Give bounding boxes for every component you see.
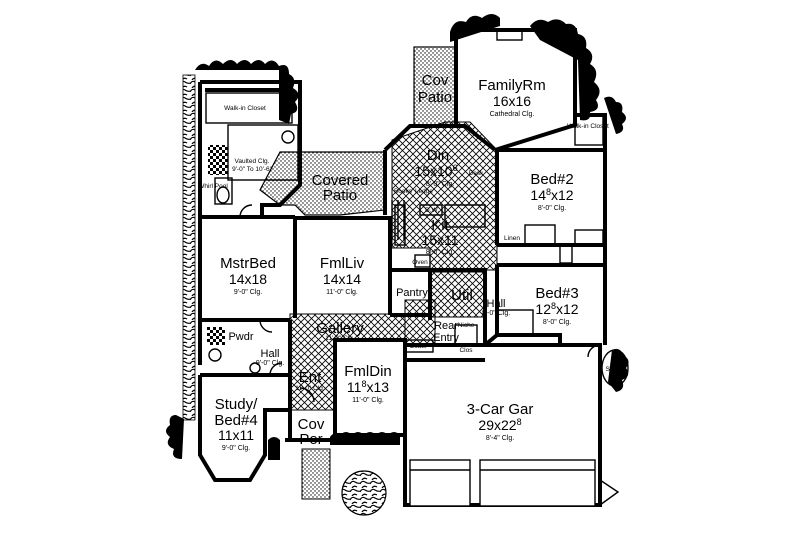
bed3-dim-tail: x12 bbox=[556, 301, 579, 317]
cov-por-name-1: Cov bbox=[298, 416, 325, 433]
study-note: 9'-0" Clg. bbox=[222, 445, 250, 452]
family-room-dim: 16x16 bbox=[493, 93, 531, 109]
cov-por-name-2: Por bbox=[299, 431, 322, 448]
study-name-1: Study/ bbox=[215, 396, 258, 413]
hall-left-note: 9'-0" Clg. bbox=[256, 360, 284, 367]
rear-entry-name-1: Rear bbox=[434, 320, 458, 332]
whirl-pool-label: Whirl Pool bbox=[198, 183, 228, 190]
mstrbed-name: MstrBed bbox=[220, 255, 276, 272]
fmldin-dim-sup: 8 bbox=[361, 379, 366, 389]
fmldin-name: FmlDin bbox=[344, 363, 392, 380]
cov-patio-label-2: Patio bbox=[418, 89, 452, 106]
garage-name: 3-Car Gar bbox=[467, 401, 534, 418]
room-labels: Cov Patio FamilyRm 16x16 Cathedral Clg. … bbox=[214, 72, 609, 452]
shrubs bbox=[166, 14, 629, 460]
fixture-labels: Vaulted Clg. 9'-0" To 10'-6" Whirl Pool … bbox=[198, 158, 623, 373]
ent-note: 11'-0" Clg. bbox=[295, 385, 325, 392]
vaulted-label: Vaulted Clg. bbox=[235, 158, 270, 165]
niche-label: Niche bbox=[458, 322, 475, 329]
fmldin-dim-tail: x13 bbox=[366, 379, 389, 395]
hall-right-note: 8'-0" Clg. bbox=[482, 310, 510, 317]
cov-patio-top-floor bbox=[413, 46, 457, 128]
covered-patio-name-2: Patio bbox=[323, 187, 357, 204]
books-label: Books bbox=[394, 188, 413, 195]
vaulted-range-label: 9'-0" To 10'-6" bbox=[232, 166, 273, 173]
hall-right-name: Hall bbox=[487, 298, 506, 310]
powder-tile bbox=[207, 327, 225, 345]
hall-left-name: Hall bbox=[261, 348, 280, 360]
garage-dim: 29x228 bbox=[478, 417, 521, 433]
bed2-note: 8'-0" Clg. bbox=[538, 205, 566, 212]
walkin-closet-right-label: Walk-in Closet bbox=[567, 123, 609, 130]
rear-entry-name-2: Entry bbox=[433, 332, 459, 344]
kit-dim: 15x11 bbox=[421, 232, 458, 248]
kit-note: 8'-0" Clg. bbox=[426, 249, 454, 256]
study-name-2: Bed#4 bbox=[214, 412, 257, 429]
fmlliv-dim: 14x14 bbox=[323, 271, 361, 287]
pwdr-name: Pwdr bbox=[228, 331, 253, 343]
bed3-note: 8'-0" Clg. bbox=[543, 319, 571, 326]
din-dim-sup: 6 bbox=[453, 163, 458, 173]
fmldin-dim: 118x13 bbox=[347, 379, 389, 395]
util-floor bbox=[429, 271, 486, 318]
bed2-dim-sup: 8 bbox=[546, 187, 551, 197]
dw-label: D.W. bbox=[425, 207, 439, 214]
mstrbed-note: 9'-0" Clg. bbox=[234, 289, 262, 296]
walls bbox=[198, 28, 607, 507]
fmlliv-note: 11'-0" Clg. bbox=[326, 289, 358, 296]
cov-patio-label-1: Cov bbox=[422, 72, 449, 89]
desk-label: Desk bbox=[469, 170, 485, 177]
mstrbed-dim: 14x18 bbox=[229, 271, 267, 287]
family-room-note: Cathedral Clg. bbox=[490, 111, 535, 118]
bed2-dim: 148x12 bbox=[530, 187, 573, 203]
bed2-dim-main: 14 bbox=[530, 187, 546, 203]
gallery-note: 11'-0" Clg. bbox=[325, 335, 355, 342]
bed3-dim-main: 12 bbox=[535, 301, 551, 317]
fmldin-note: 11'-0" Clg. bbox=[352, 397, 384, 404]
fixtures bbox=[205, 29, 629, 506]
linen-label: Linen bbox=[504, 235, 520, 242]
walkway bbox=[301, 448, 331, 500]
walkin-closet-top-label: Walk-in Closet bbox=[224, 105, 266, 112]
bed2-name: Bed#2 bbox=[530, 171, 573, 188]
master-bath-tile bbox=[208, 145, 228, 175]
garage-doors bbox=[409, 459, 596, 507]
ledge-label: Ledge bbox=[415, 188, 433, 195]
covered-patio-name-1: Covered bbox=[312, 172, 369, 189]
fmlliv-name: FmlLiv bbox=[320, 255, 365, 272]
bed2-dim-tail: x12 bbox=[551, 187, 574, 203]
stoop-label: Stoop bbox=[606, 366, 623, 373]
family-room-name: FamilyRm bbox=[478, 77, 546, 94]
tree-icon bbox=[341, 470, 387, 516]
util-name: Util bbox=[451, 287, 473, 304]
pantry-name: Pantry bbox=[396, 287, 428, 299]
kit-name: Kit bbox=[431, 217, 449, 234]
garage-note: 8'-4" Clg. bbox=[486, 435, 514, 442]
bed3-dim-sup: 8 bbox=[551, 301, 556, 311]
din-dim-main: 15x10 bbox=[414, 163, 452, 179]
din-dim: 15x106 bbox=[414, 163, 457, 179]
din-name: Din bbox=[427, 147, 450, 164]
din-note: 8'-0" Clg. bbox=[426, 181, 454, 188]
study-dim: 11x11 bbox=[218, 427, 254, 443]
garage-dim-sup: 8 bbox=[517, 417, 522, 427]
bed3-dim: 128x12 bbox=[535, 301, 578, 317]
coats-label: Coats bbox=[410, 343, 428, 350]
clos-label: Clos bbox=[459, 347, 473, 354]
fmldin-dim-main: 11 bbox=[347, 379, 362, 395]
oven-label: Oven bbox=[412, 259, 428, 266]
bed3-name: Bed#3 bbox=[535, 285, 578, 302]
gallery-name: Gallery bbox=[316, 320, 364, 337]
ent-name: Ent bbox=[299, 369, 322, 386]
garage-dim-main: 29x22 bbox=[478, 417, 516, 433]
